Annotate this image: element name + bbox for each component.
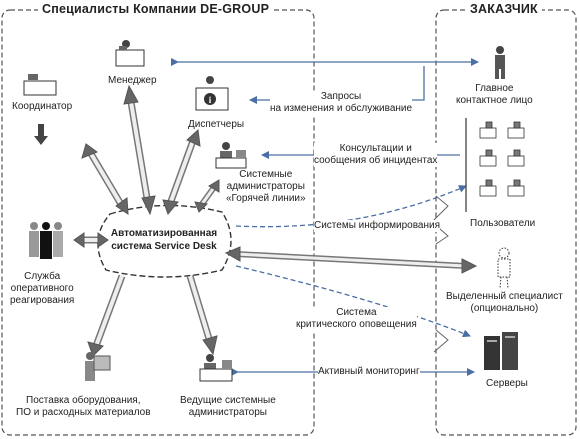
coordinator-icon [23,74,57,96]
coordinator-label: Координатор [12,101,73,112]
dedicated-line-1: Выделенный специалист [446,291,563,302]
requests-line-2: на изменения и обслуживание [270,103,413,114]
rapid-response-label: Служба оперативного реагирования [10,271,74,307]
servers-icon [484,332,518,370]
hotline-admins-line-3: «Горячей линии» [226,193,306,204]
main-contact-icon [495,46,505,79]
coordinator-arrow [34,124,48,145]
hotline-admins-label: Системные администраторы «Горячей линии» [226,169,306,205]
dedicated-label: Выделенный специалист (опционально) [446,291,563,315]
monitoring-label: Активный мониторинг [318,366,420,378]
service-desk-line-1: Автоматизированная [110,228,218,239]
rapid-response-line-3: реагирования [10,295,75,306]
supply-icon [85,352,111,381]
users-label: Пользователи [470,218,536,229]
hotline-admins-line-1: Системные [239,169,293,180]
hotline-admins-line-2: администраторы [226,181,305,192]
lead-admins-icon [199,354,233,382]
lead-admins-line-2: администраторы [188,407,267,418]
lead-admins-label: Ведущие системные администраторы [180,395,276,419]
main-contact-label: Главное контактное лицо [456,83,533,107]
customer-title: ЗАКАЗЧИК [466,3,542,15]
hotline-admin-icon [215,142,247,169]
service-desk-cloud [97,204,232,278]
supply-line-2: ПО и расходных материалов [16,407,151,418]
users-icon [479,121,525,197]
rapid-response-line-2: оперативного [10,283,74,294]
manager-label: Менеджер [108,75,157,86]
supply-line-1: Поставка оборудования, [26,395,141,406]
requests-line-1: Запросы [320,91,362,102]
info-systems-label: Системы информирования [314,220,441,232]
critical-alert-line-1: Система [336,307,377,318]
servers-label: Серверы [486,378,528,389]
dedicated-specialist-icon [497,247,511,289]
requests-label: Запросы на изменения и обслуживание [270,91,413,115]
svg-text:i: i [209,95,212,105]
rapid-response-icon [29,222,63,259]
specialists-title: Специалисты Компании DE-GROUP [38,3,274,15]
dispatcher-icon: i [195,76,229,111]
dispatchers-label: Диспетчеры [188,119,245,130]
consultations-label: Консультации и сообщения об инцидентах [314,143,438,167]
dedicated-line-2: (опционально) [470,303,539,314]
rapid-response-line-1: Служба [24,271,61,282]
consultations-line-2: сообщения об инцидентах [314,155,438,166]
manager-icon [115,40,145,67]
main-contact-line-1: Главное [475,83,514,94]
double-arrows [73,84,478,357]
main-contact-line-2: контактное лицо [456,95,533,106]
lead-admins-line-1: Ведущие системные [180,395,276,406]
critical-alert-label: Система критического оповещения [296,307,417,331]
critical-alert-line-2: критического оповещения [296,319,417,330]
consultations-line-1: Консультации и [339,143,412,154]
service-desk-label: Автоматизированная система Service Desk [103,218,225,262]
supply-label: Поставка оборудования, ПО и расходных ма… [16,395,151,419]
service-desk-line-2: система Service Desk [111,241,217,252]
